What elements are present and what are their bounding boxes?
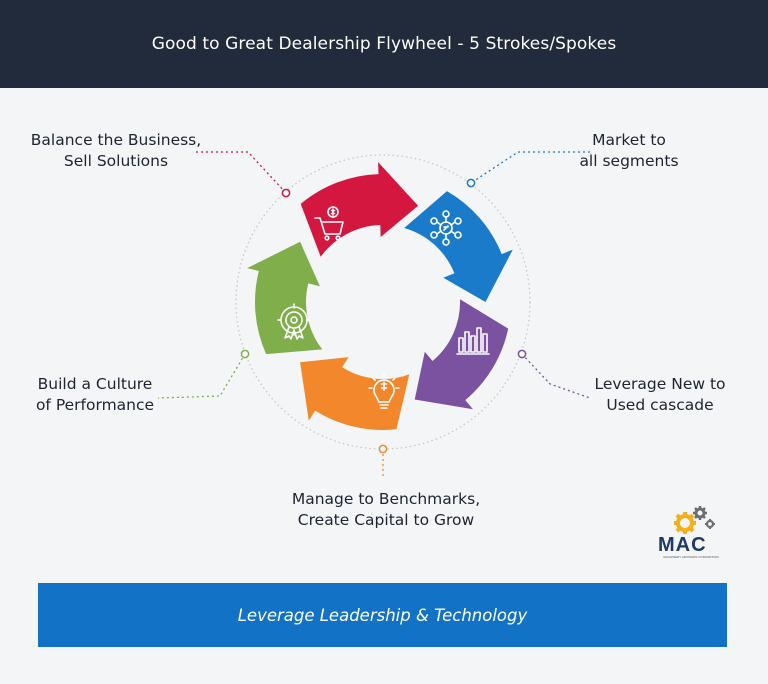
spoke-label-line1: Market to <box>592 131 666 149</box>
connector-balance <box>196 151 287 194</box>
spoke-label-line2: Used cascade <box>606 396 714 414</box>
flywheel-arrows <box>247 162 513 431</box>
spoke-label-line1: Leverage New to <box>594 375 726 393</box>
spoke-label-line2: Sell Solutions <box>63 152 169 170</box>
arrow-market <box>404 191 513 302</box>
shopping-cart-dollar-icon <box>314 206 344 241</box>
network-people-icon <box>430 210 462 246</box>
spoke-label-culture: Build a Culture of Performance <box>30 374 160 416</box>
connector-culture <box>157 353 246 399</box>
spoke-label-line1: Build a Culture <box>37 375 153 393</box>
leadership-banner: Leverage Leadership & Technology <box>38 583 727 647</box>
logo-wordmark: MAC <box>658 534 707 556</box>
lightbulb-dollar-icon <box>368 373 400 409</box>
connector-leverage <box>521 353 591 399</box>
spoke-label-line2: all segments <box>579 152 679 170</box>
spoke-label-leverage: Leverage New to Used cascade <box>590 374 730 416</box>
spoke-label-line1: Balance the Business, <box>30 131 202 149</box>
arrow-culture <box>247 241 323 355</box>
flywheel-diagram <box>157 151 591 476</box>
spoke-label-market: Market to all segments <box>568 130 690 172</box>
header-bar: Good to Great Dealership Flywheel - 5 St… <box>0 0 768 88</box>
connector-node-leverage <box>517 349 527 359</box>
spoke-label-manage: Manage to Benchmarks, Create Capital to … <box>270 489 502 531</box>
logo-subtitle: MACHINERY ADVISORS CONSORTIUM <box>663 555 719 559</box>
connector-node-balance <box>281 188 291 198</box>
arrow-balance <box>300 162 419 257</box>
bar-chart-icon <box>456 327 490 355</box>
mac-logo: MAC MACHINERY ADVISORS CONSORTIUM <box>655 497 727 563</box>
spoke-label-line1: Manage to Benchmarks, <box>291 490 481 508</box>
banner-text: Leverage Leadership & Technology <box>237 605 528 625</box>
target-award-icon <box>277 303 311 340</box>
spoke-label-line2: Create Capital to Grow <box>297 511 475 529</box>
arrow-manage <box>300 357 410 431</box>
connector-node-manage <box>378 444 388 454</box>
spoke-label-line2: of Performance <box>35 396 155 414</box>
connector-node-culture <box>240 349 250 359</box>
page-title: Good to Great Dealership Flywheel - 5 St… <box>151 34 617 54</box>
connector-market <box>470 151 590 184</box>
connector-node-market <box>466 178 476 188</box>
spoke-label-balance: Balance the Business, Sell Solutions <box>30 130 202 172</box>
gears-icon <box>674 506 715 534</box>
